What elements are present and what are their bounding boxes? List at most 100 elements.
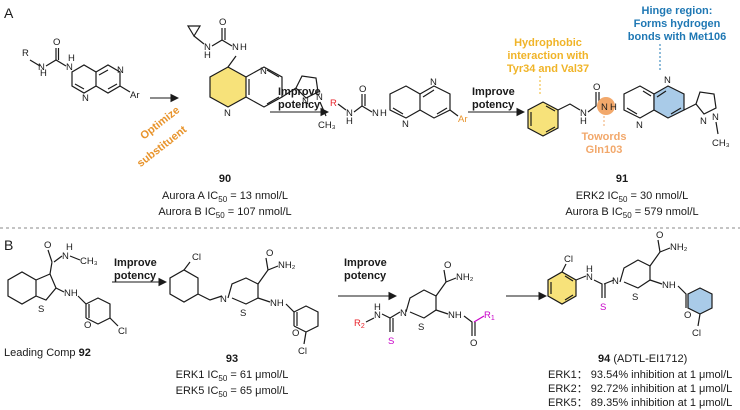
- svg-text:O: O: [470, 338, 477, 349]
- svg-text:N: N: [580, 108, 587, 119]
- annotation-hydrophobic-1: Hydrophobic: [514, 37, 582, 49]
- svg-text:O: O: [684, 310, 691, 321]
- svg-text:R: R: [22, 48, 29, 59]
- intermediate-scaffold-structure: R N H O N H N N Ar: [330, 77, 468, 130]
- svg-text:S: S: [38, 304, 44, 315]
- arrow-improve-b1-line2: potency: [114, 270, 157, 282]
- svg-text:S: S: [388, 336, 394, 347]
- arrow-improve-b2-line2: potency: [344, 270, 387, 282]
- arrow-improve-a2-line2: potency: [472, 99, 515, 111]
- svg-text:H: H: [380, 108, 387, 119]
- svg-text:S: S: [632, 292, 638, 303]
- svg-text:O: O: [219, 17, 226, 28]
- svg-text:NH: NH: [448, 310, 462, 321]
- svg-text:Cl: Cl: [564, 254, 573, 265]
- compound-93-erk5: ERK5 IC50 = 65 μmol/L: [176, 385, 289, 399]
- svg-text:O: O: [84, 320, 91, 331]
- svg-text:O: O: [266, 248, 273, 259]
- svg-text:H: H: [374, 302, 381, 313]
- arrow-improve-b2-line1: Improve: [344, 257, 387, 269]
- svg-text:N: N: [346, 108, 353, 119]
- compound-90-aurora-a: Aurora A IC50 = 13 nmol/L: [162, 190, 288, 204]
- compound-93-id: 93: [226, 353, 238, 365]
- compound-91-erk2: ERK2 IC50 = 30 nmol/L: [576, 190, 689, 204]
- arrow-improve-a1-line2: potency: [278, 99, 321, 111]
- svg-text:N: N: [400, 308, 407, 319]
- arrow-improve-b1-line1: Improve: [114, 257, 157, 269]
- svg-text:H: H: [610, 102, 617, 113]
- svg-text:Ar: Ar: [458, 114, 468, 125]
- svg-text:CH₃: CH₃: [318, 120, 336, 131]
- svg-text:H: H: [204, 50, 211, 61]
- svg-text:R: R: [330, 98, 337, 109]
- svg-text:N: N: [62, 251, 69, 262]
- svg-text:N: N: [374, 310, 381, 321]
- svg-text:Cl: Cl: [118, 326, 127, 337]
- compound-91-id: 91: [616, 173, 628, 185]
- svg-text:S: S: [418, 322, 424, 333]
- svg-text:NH: NH: [270, 298, 284, 309]
- svg-text:N: N: [260, 66, 267, 77]
- annotation-hydrophobic-3: Tyr34 and Val37: [507, 63, 589, 75]
- svg-text:N: N: [601, 102, 608, 113]
- gln-contact-highlight: [597, 97, 615, 115]
- compound-94-erk5: ERK5： 89.35% inhibition at 1 μmol/L: [548, 397, 732, 409]
- svg-text:N: N: [224, 108, 231, 119]
- general-scaffold-structure: R2 N H S N O NH₂ S NH O R1: [354, 260, 495, 349]
- svg-text:CH₃: CH₃: [80, 256, 98, 267]
- annotation-hydrophobic-2: interaction with: [507, 50, 589, 62]
- svg-text:O: O: [593, 82, 600, 93]
- svg-text:O: O: [44, 240, 51, 251]
- start-compound-structure: R H N O N H N N Ar: [22, 37, 140, 104]
- svg-text:N: N: [372, 108, 379, 119]
- annotation-hinge-3: bonds with Met106: [628, 31, 726, 43]
- svg-text:Cl: Cl: [298, 346, 307, 357]
- svg-text:O: O: [359, 84, 366, 95]
- svg-text:H: H: [40, 68, 47, 79]
- arrow-improve-a1-line1: Improve: [278, 86, 321, 98]
- compound-94-label: 94 (ADTL-EI1712): [598, 353, 687, 365]
- svg-text:NH: NH: [662, 280, 676, 291]
- arrow-improve-a2-line1: Improve: [472, 86, 515, 98]
- svg-text:N: N: [316, 92, 323, 103]
- annotation-hinge-2: Forms hydrogen: [634, 18, 721, 30]
- svg-text:O: O: [53, 37, 60, 48]
- svg-text:N: N: [302, 96, 309, 107]
- panel-a-label: A: [4, 5, 14, 21]
- svg-text:O: O: [292, 328, 299, 339]
- svg-text:R1: R1: [484, 310, 495, 322]
- svg-text:Ar: Ar: [130, 90, 140, 101]
- annotation-hinge-1: Hinge region:: [642, 5, 713, 17]
- compound-92-structure: O N H CH₃ S NH O Cl: [7, 240, 127, 337]
- svg-text:N: N: [430, 77, 437, 88]
- compound-93-erk1: ERK1 IC50 = 61 μmol/L: [176, 369, 289, 383]
- svg-text:NH: NH: [64, 288, 78, 299]
- svg-text:N: N: [700, 116, 707, 127]
- svg-text:N: N: [220, 294, 227, 305]
- compound-94-erk1: ERK1： 93.54% inhibition at 1 μmol/L: [548, 369, 732, 381]
- svg-text:CH₃: CH₃: [712, 138, 730, 149]
- svg-text:N: N: [586, 272, 593, 283]
- svg-text:O: O: [656, 230, 663, 241]
- svg-text:NH₂: NH₂: [456, 272, 474, 283]
- svg-text:H: H: [66, 242, 73, 253]
- svg-text:N: N: [38, 62, 45, 73]
- svg-text:N: N: [712, 112, 719, 123]
- compound-90-structure: N H O N H N N N N CH₃: [186, 17, 336, 131]
- compound-90-id: 90: [219, 173, 231, 185]
- svg-text:N: N: [117, 65, 124, 76]
- annotation-gln-1: Towords: [581, 131, 626, 143]
- svg-text:Cl: Cl: [692, 328, 701, 339]
- svg-text:S: S: [240, 308, 246, 319]
- compound-91-aurora-b: Aurora B IC50 = 579 nmol/L: [565, 206, 698, 220]
- svg-text:N: N: [66, 62, 73, 73]
- svg-text:H: H: [68, 53, 75, 64]
- svg-text:NH₂: NH₂: [278, 260, 296, 271]
- svg-text:N: N: [664, 75, 671, 86]
- compound-91-structure: N H O N H N N N N CH₃: [527, 75, 730, 149]
- svg-text:S: S: [600, 302, 606, 313]
- svg-text:H: H: [586, 264, 593, 275]
- svg-text:NH₂: NH₂: [670, 242, 688, 253]
- svg-text:Cl: Cl: [192, 252, 201, 263]
